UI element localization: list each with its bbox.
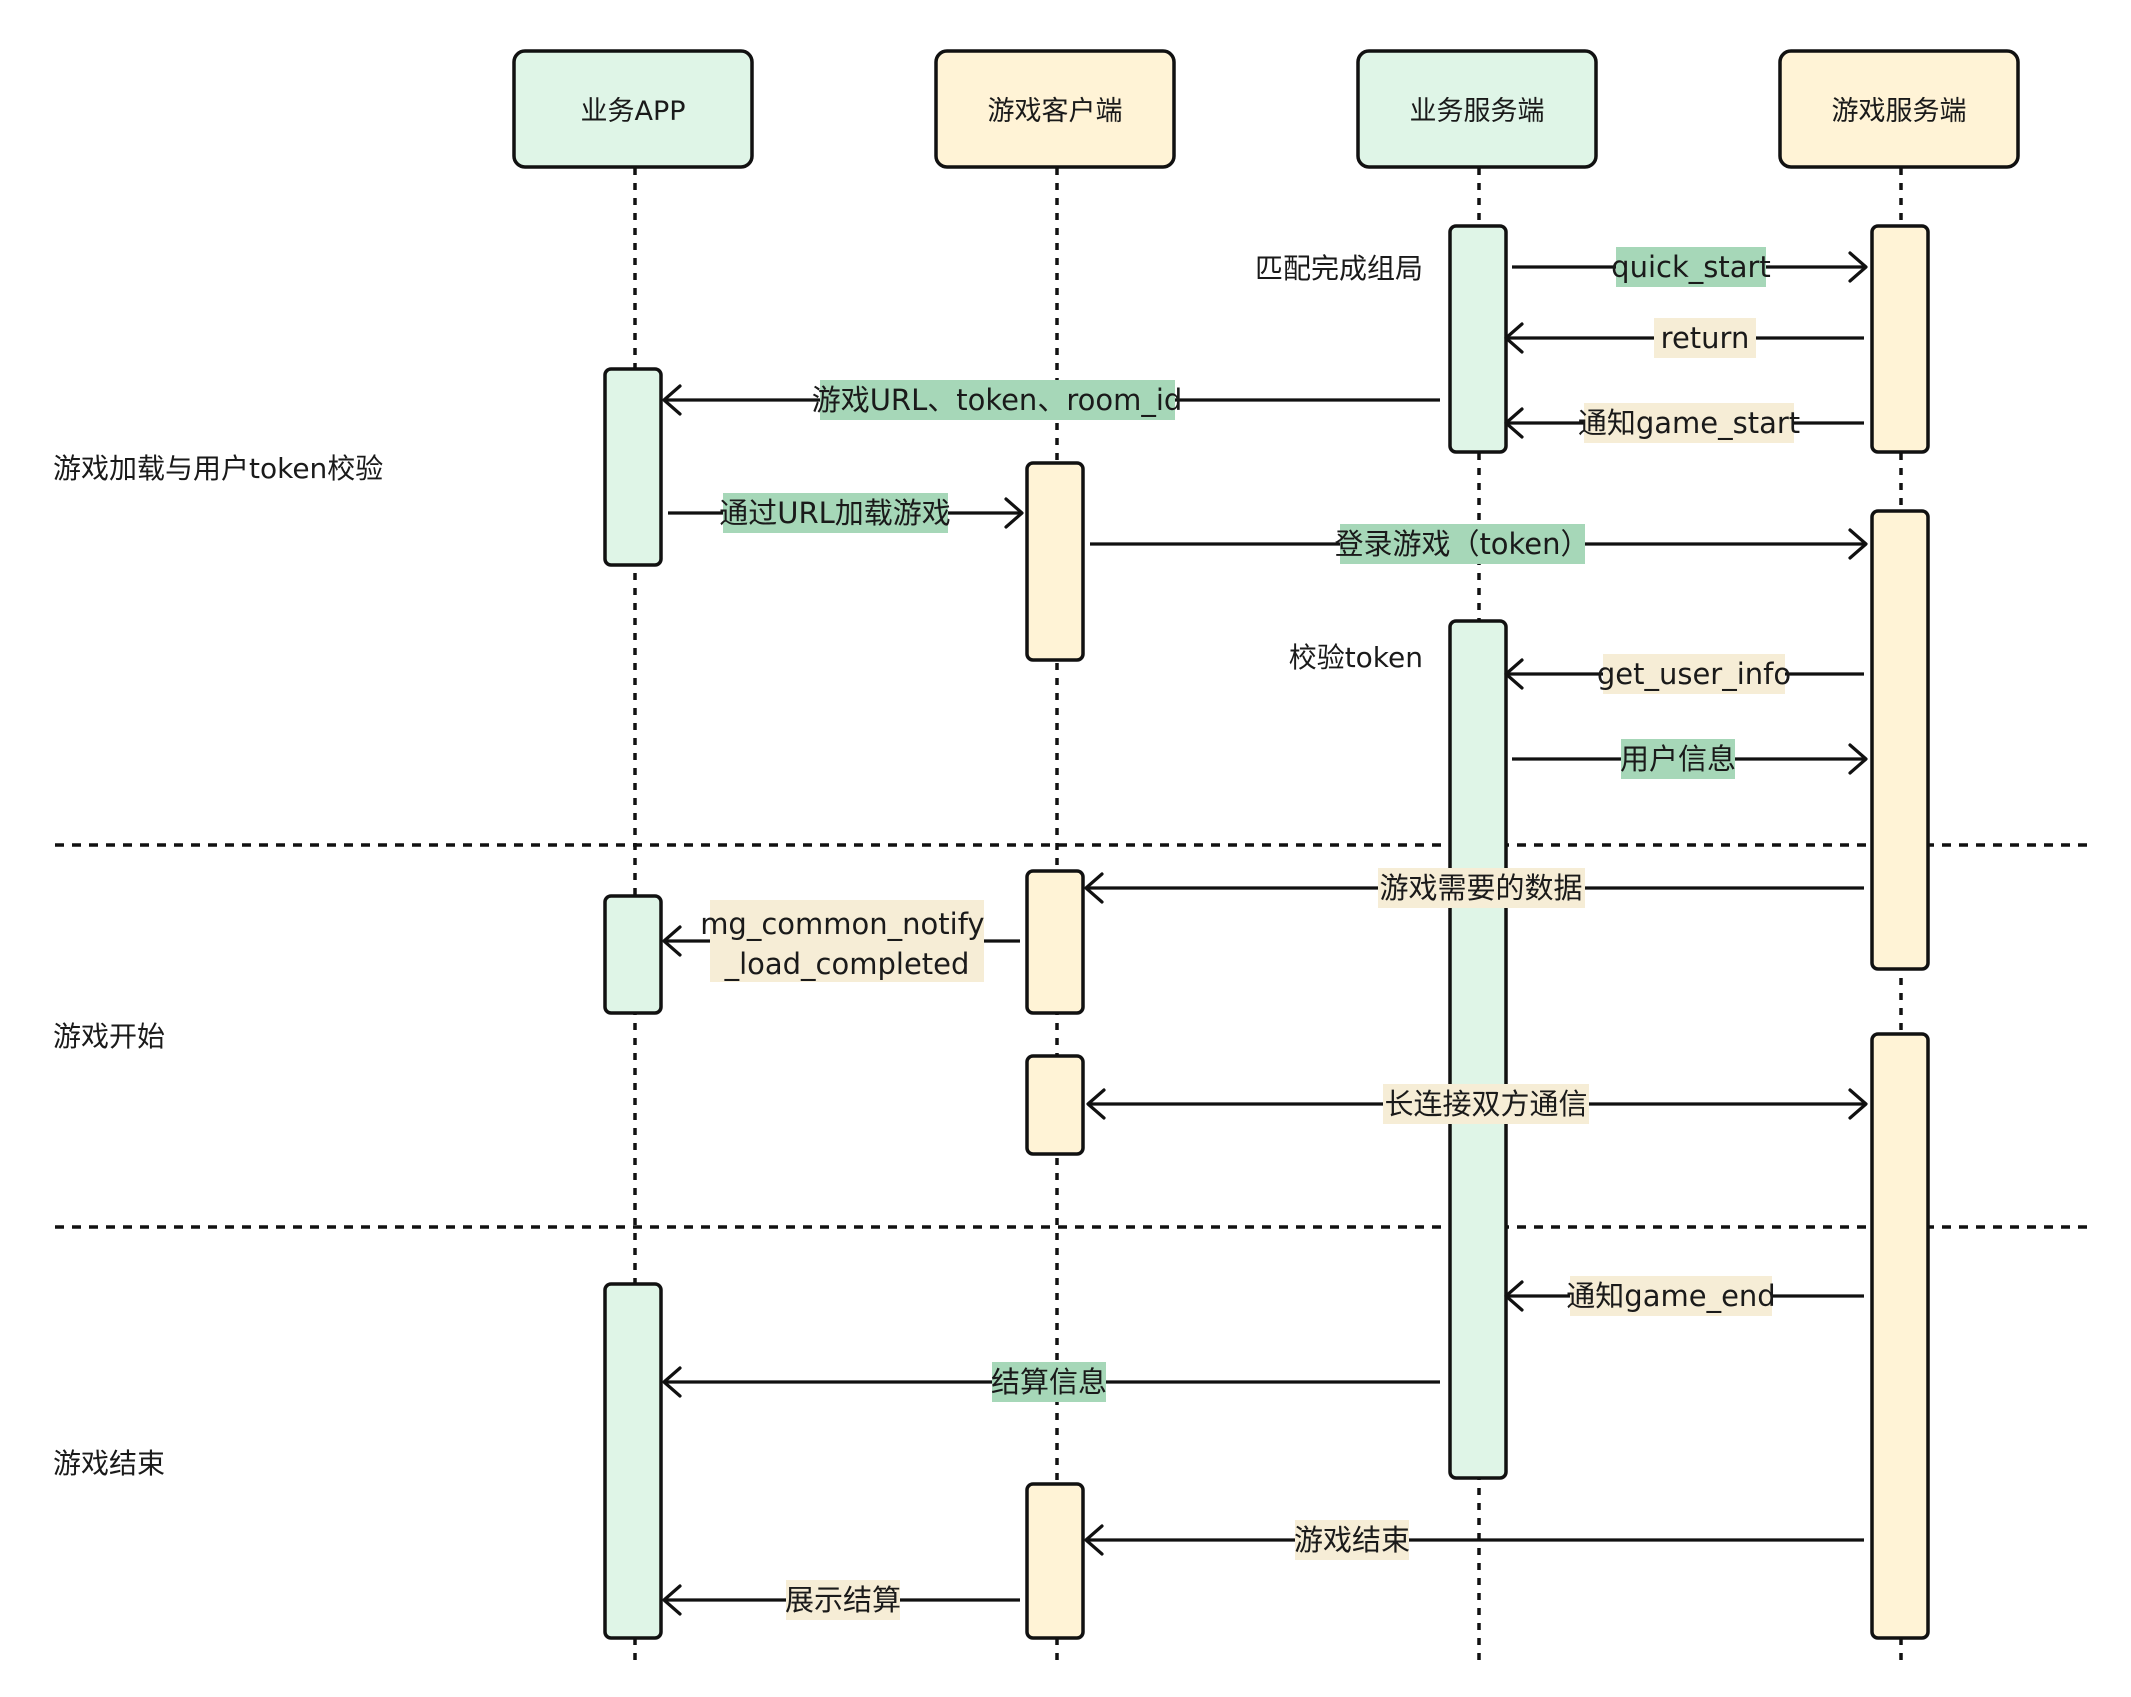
participant-label: 业务服务端 <box>1410 96 1545 127</box>
message-settlement-info: 结算信息 <box>662 1362 1440 1402</box>
activation-bar <box>603 1282 663 1640</box>
activation-bar <box>1025 1054 1085 1156</box>
arrowhead <box>1084 1524 1104 1556</box>
activation-bars <box>603 224 1930 1640</box>
section-label-game-end: 游戏结束 <box>53 1447 165 1480</box>
arrowhead <box>1086 1088 1106 1120</box>
message-label-bg <box>1378 868 1585 908</box>
message-label: quick_start <box>1611 250 1771 284</box>
section-labels: 游戏加载与用户token校验 游戏开始 游戏结束 <box>53 452 383 1480</box>
message-label-bg <box>1654 318 1756 358</box>
arrowhead <box>1504 658 1524 690</box>
message-load-completed: mg_common_notify _load_completed <box>662 900 1020 982</box>
message-label-bg <box>1603 654 1785 694</box>
arrowhead <box>662 1366 682 1398</box>
message-quick-start: quick_start <box>1512 247 1868 287</box>
message-label-bg <box>1295 1520 1409 1560</box>
message-label: 长连接双方通信 <box>1384 1087 1587 1121</box>
message-notify-game-end: 通知game_end <box>1504 1276 1864 1316</box>
message-label: 游戏需要的数据 <box>1379 871 1582 905</box>
participant-game-server: 游戏服务端 <box>1778 49 2020 169</box>
message-label: 结算信息 <box>991 1365 1107 1399</box>
message-label: 展示结算 <box>785 1583 901 1617</box>
message-load-game-via-url: 通过URL加载游戏 <box>668 493 1024 533</box>
message-long-connection: 长连接双方通信 <box>1086 1084 1868 1124</box>
message-label: 通知game_start <box>1578 406 1800 440</box>
arrowhead <box>1504 322 1524 354</box>
message-notify-game-start: 通知game_start <box>1504 403 1864 443</box>
activation-bar <box>603 894 663 1015</box>
arrowhead <box>1848 1088 1868 1120</box>
message-label-bg <box>1616 247 1766 287</box>
participant-label: 游戏客户端 <box>988 96 1123 127</box>
activation-bar <box>1870 1032 1930 1640</box>
message-label-bg <box>1383 1084 1589 1124</box>
activation-bar <box>1448 224 1508 454</box>
message-label-bg <box>1340 524 1585 564</box>
arrowhead <box>662 384 682 416</box>
activation-bar <box>1025 1482 1085 1640</box>
message-game-url: 游戏URL、token、room_id <box>662 380 1440 420</box>
participant-box <box>1356 49 1598 169</box>
section-label-load-verify: 游戏加载与用户token校验 <box>53 452 383 485</box>
message-label-bg <box>786 1580 900 1620</box>
message-label-bg <box>1621 739 1735 779</box>
arrowhead <box>1848 251 1868 283</box>
message-game-over: 游戏结束 <box>1084 1520 1864 1560</box>
participant-box <box>512 49 754 169</box>
participant-game-client: 游戏客户端 <box>934 49 1176 169</box>
participant-biz-server: 业务服务端 <box>1356 49 1598 169</box>
participant-label: 业务APP <box>580 96 685 127</box>
message-game-data: 游戏需要的数据 <box>1084 868 1864 908</box>
section-label-game-start: 游戏开始 <box>53 1020 165 1053</box>
message-label-bg <box>820 380 1175 420</box>
message-label-bg <box>1570 1276 1772 1316</box>
messages: quick_start return 游戏URL、token、room_id 通… <box>662 247 1868 1620</box>
arrowhead <box>662 1584 682 1616</box>
message-label: 游戏结束 <box>1294 1523 1410 1557</box>
activation-bar <box>1870 224 1930 454</box>
activation-bar <box>1025 461 1085 662</box>
participant-box <box>934 49 1176 169</box>
participant-label: 游戏服务端 <box>1832 96 1967 127</box>
message-label: 游戏URL、token、room_id <box>812 383 1183 417</box>
arrowhead <box>1004 497 1024 529</box>
side-notes: 匹配完成组局 校验token <box>1255 252 1423 674</box>
arrowhead <box>1504 407 1524 439</box>
note-match-complete: 匹配完成组局 <box>1255 252 1423 285</box>
message-label: get_user_info <box>1597 657 1791 691</box>
message-get-user-info: get_user_info <box>1504 654 1864 694</box>
arrowhead <box>1848 528 1868 560</box>
message-label: 通过URL加载游戏 <box>719 496 951 530</box>
activation-bar <box>1025 869 1085 1015</box>
arrowhead <box>1504 1280 1524 1312</box>
message-login-game: 登录游戏（token） <box>1090 524 1868 564</box>
message-label-bg <box>1584 403 1794 443</box>
message-label: mg_common_notify _load_completed <box>700 907 994 981</box>
note-verify-token: 校验token <box>1289 641 1423 674</box>
message-label: 登录游戏（token） <box>1334 527 1589 561</box>
message-label: return <box>1661 321 1750 355</box>
section-dividers <box>55 843 2095 1229</box>
message-label: 通知game_end <box>1566 1279 1775 1313</box>
arrowhead <box>1848 743 1868 775</box>
message-label-line: mg_common_notify <box>700 907 984 941</box>
activation-bar <box>603 367 663 567</box>
participant-biz-app: 业务APP <box>512 49 754 169</box>
activation-bar <box>1870 509 1930 971</box>
message-label-bg <box>992 1362 1106 1402</box>
arrowhead <box>662 925 682 957</box>
message-label-bg <box>723 493 948 533</box>
message-return: return <box>1504 318 1864 358</box>
activation-bar <box>1448 619 1508 1480</box>
message-user-info: 用户信息 <box>1512 739 1868 779</box>
message-label-line: _load_completed <box>724 947 970 981</box>
message-show-settlement: 展示结算 <box>662 1580 1020 1620</box>
participant-box <box>1778 49 2020 169</box>
arrowhead <box>1084 872 1104 904</box>
message-label-bg <box>710 900 984 982</box>
message-label: 用户信息 <box>1620 742 1736 776</box>
